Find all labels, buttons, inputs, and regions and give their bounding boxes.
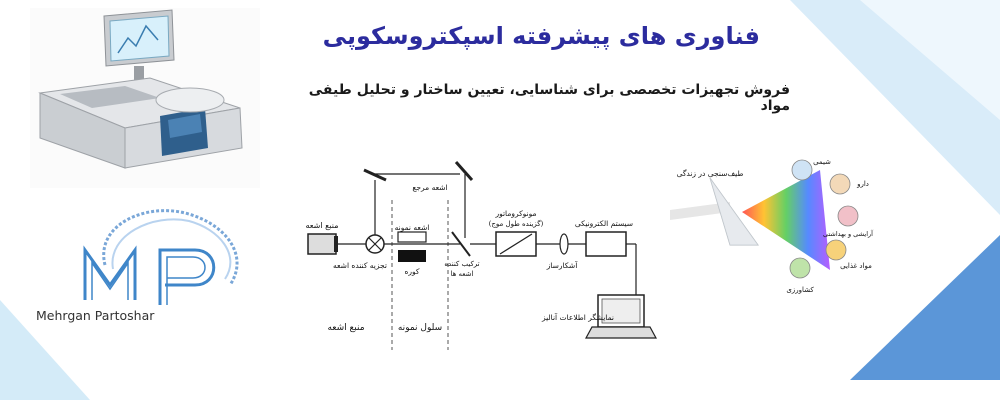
label-display: نمایشگر اطلاعات آنالیز [541, 312, 614, 322]
spectrometer-schematic-diagram: منبع اشعه تجزیه کننده اشعه اشعه نمونه کو… [306, 161, 658, 350]
label-splitter: تجزیه کننده اشعه [333, 261, 387, 270]
label-electronics: سیستم الکترونیکی [575, 219, 633, 228]
beam-combiner-icon [451, 231, 471, 257]
spectrophotometer-device-image [30, 8, 260, 188]
label-combiner-2: اشعه ها [451, 270, 474, 278]
food-icon [825, 239, 847, 261]
label-detector: آشکارساز [546, 260, 579, 270]
application-label-food: مواد غذایی [840, 262, 872, 270]
applications-title: طیف‌سنجی در زندگی [677, 169, 744, 178]
medicine-icon [829, 173, 851, 195]
light-source-icon [307, 233, 337, 255]
banner-title: فناوری های پیشرفته اسپکتروسکوپی [322, 22, 760, 50]
banner-subtitle: فروش تجهیزات تخصصی برای شناسایی، تعیین س… [308, 82, 790, 114]
agriculture-icon [789, 257, 811, 279]
company-logo-text: Mehrgan Partoshar [36, 308, 155, 323]
application-label-agriculture: کشاورزی [786, 286, 814, 294]
label-monochromator-2: (گزینده طول موج) [489, 219, 544, 228]
label-cuvette: کوره [405, 267, 420, 276]
application-label-medicine: دارو [856, 180, 869, 188]
label-combiner-1: ترکیب کننده [444, 260, 479, 268]
label-region-source: منبع اشعه [327, 323, 364, 333]
applications-prism-illustration: طیف‌سنجی در زندگی شیمی دارو آرایشی و بهد… [670, 158, 874, 294]
company-logo-mark [83, 209, 239, 305]
label-source: منبع اشعه [306, 221, 339, 230]
detector-icon [559, 233, 569, 255]
label-reference-beam: اشعه مرجع [412, 183, 447, 192]
application-label-chemistry: شیمی [813, 158, 831, 166]
application-label-cosmetics: آرایشی و بهداشتی [823, 229, 874, 238]
chemistry-icon [791, 159, 813, 181]
label-monochromator-1: مونوکروماتور [494, 209, 536, 218]
cuvette-icon [397, 231, 427, 243]
label-region-sample: سلول نمونه [398, 323, 442, 333]
electronics-icon [585, 231, 627, 257]
label-sample-beam: اشعه نمونه [395, 223, 430, 232]
cosmetics-icon [837, 205, 859, 227]
